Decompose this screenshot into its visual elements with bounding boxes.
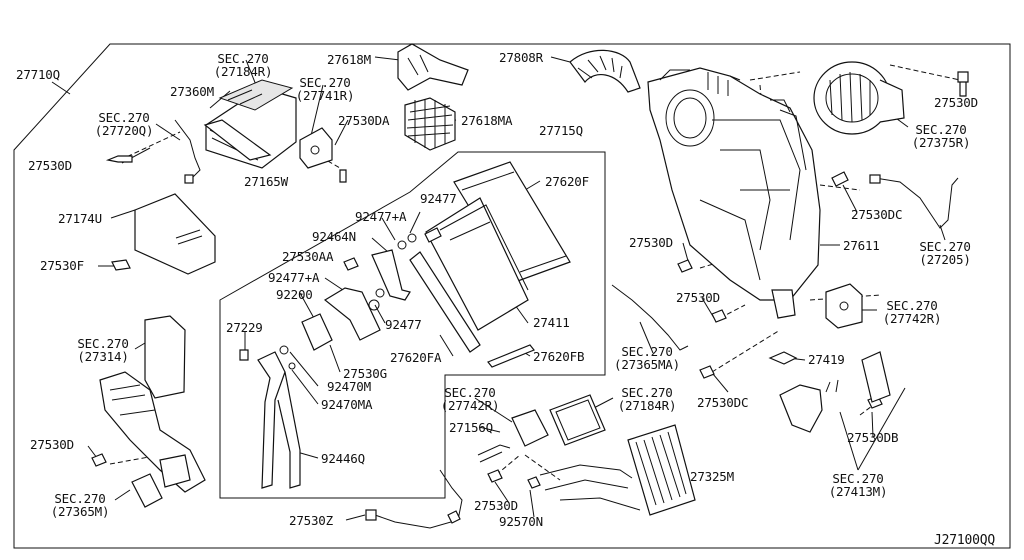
label-27411: 27411 — [533, 315, 570, 330]
label-sec270-27184r-bottom: SEC.270 (27184R) — [617, 385, 677, 413]
sensor-27720q — [174, 119, 201, 184]
duct-27618m — [397, 43, 469, 91]
label-27530aa: 27530AA — [282, 249, 334, 264]
label-92470m: 92470M — [327, 379, 371, 394]
label-27530da: 27530DA — [338, 113, 390, 128]
label-27618ma: 27618MA — [461, 113, 513, 128]
heater-core-27325m — [539, 424, 696, 516]
outer-frame — [13, 43, 1011, 549]
label-sec270-27365ma: SEC.270 (27365MA) — [614, 344, 680, 372]
valve-92200 — [279, 313, 333, 370]
label-27715q: 27715Q — [539, 123, 583, 138]
wire-27205-connector — [869, 174, 881, 184]
label-27530dc-1: 27530DC — [851, 207, 903, 222]
label-sec270-27314: SEC.270 (27314) — [77, 336, 129, 364]
heater-unit-27611 — [647, 67, 821, 319]
label-sec270-27413m: SEC.270 (27413M) — [828, 471, 888, 499]
label-27530g: 27530G — [343, 366, 387, 381]
label-sec270-27205: SEC.270 (27205) — [919, 239, 971, 267]
actuator-27742r-bottom — [511, 409, 549, 447]
bracket-27413m — [779, 351, 891, 433]
filter-27618ma — [404, 97, 456, 151]
filter-27184r-bottom — [549, 394, 606, 446]
clip-92570n — [527, 476, 541, 489]
label-27611: 27611 — [843, 238, 880, 253]
label-92470ma: 92470MA — [321, 397, 373, 412]
label-sec270-27742r-right: SEC.270 (27742R) — [882, 298, 942, 326]
bracket-27530g — [323, 287, 381, 341]
wire-27205 — [874, 177, 959, 229]
label-sec270-27742r-bottom: SEC.270 (27742R) — [440, 385, 500, 413]
blower-motor-27375r — [813, 61, 905, 135]
label-27530dc-2: 27530DC — [697, 395, 749, 410]
wire-27365ma — [611, 284, 689, 351]
label-27530d-mid2: 27530D — [676, 290, 720, 305]
label-92464n: 92464N — [312, 229, 356, 244]
label-27325m: 27325M — [690, 469, 734, 484]
gasket-27365m — [131, 473, 163, 508]
label-27620f: 27620F — [545, 174, 589, 189]
label-92446q: 92446Q — [321, 451, 365, 466]
label-27174u: 27174U — [58, 211, 102, 226]
vent-assembly-27360m — [203, 79, 297, 169]
label-27530d-top-right: 27530D — [934, 95, 978, 110]
label-27530d-bottom: 27530D — [474, 498, 518, 513]
label-27530z: 27530Z — [289, 513, 333, 528]
label-27419: 27419 — [808, 352, 845, 367]
label-sec270-27741r: SEC.270 (27741R) — [295, 75, 355, 103]
label-27620fa: 27620FA — [390, 350, 442, 365]
pipes-92446q — [257, 351, 301, 489]
inner-frame-27715q — [219, 151, 606, 499]
label-27229: 27229 — [226, 320, 263, 335]
seal-27808r — [569, 49, 641, 93]
label-92477: 92477 — [420, 191, 457, 206]
label-92477a-1: 92477+A — [355, 209, 407, 224]
label-27530d-1: 27530D — [28, 158, 72, 173]
diagram-code: J27100QQ — [934, 533, 996, 548]
label-27710q: 27710Q — [16, 67, 60, 82]
label-27530d-mid: 27530D — [629, 235, 673, 250]
seal-27620fb — [487, 344, 535, 368]
pipes-92464n — [368, 227, 442, 311]
cover-27174u — [134, 193, 216, 275]
lever-27156q — [477, 444, 511, 463]
label-27530db: 27530DB — [847, 430, 899, 445]
label-sec270-27375r: SEC.270 (27375R) — [911, 122, 971, 150]
seal-27620fa — [409, 251, 481, 353]
grommet-27419 — [768, 351, 798, 365]
label-27530d-left: 27530D — [30, 437, 74, 452]
actuator-27742r-right — [825, 283, 863, 329]
duct-27314 — [99, 315, 206, 493]
label-92477-2: 92477 — [385, 317, 422, 332]
label-27165w: 27165W — [244, 174, 288, 189]
evaporator-27411 — [425, 197, 529, 331]
label-27618m: 27618M — [327, 52, 371, 67]
label-sec270-27365m: SEC.270 (27365M) — [50, 491, 110, 519]
label-27808r: 27808R — [499, 50, 543, 65]
label-92200: 92200 — [276, 287, 313, 302]
label-27360m: 27360M — [170, 84, 214, 99]
actuator-27741r — [299, 127, 333, 169]
label-27156q: 27156Q — [449, 420, 493, 435]
label-27620fb: 27620FB — [533, 349, 585, 364]
label-92477a-2: 92477+A — [268, 270, 320, 285]
label-sec270-27720q: SEC.270 (27720Q) — [94, 110, 154, 138]
screws — [91, 71, 969, 483]
label-27530f: 27530F — [40, 258, 84, 273]
label-92570n: 92570N — [499, 514, 543, 529]
label-sec270-27184r-top: SEC.270 (27184R) — [213, 51, 273, 79]
harness-27530z — [374, 469, 463, 529]
